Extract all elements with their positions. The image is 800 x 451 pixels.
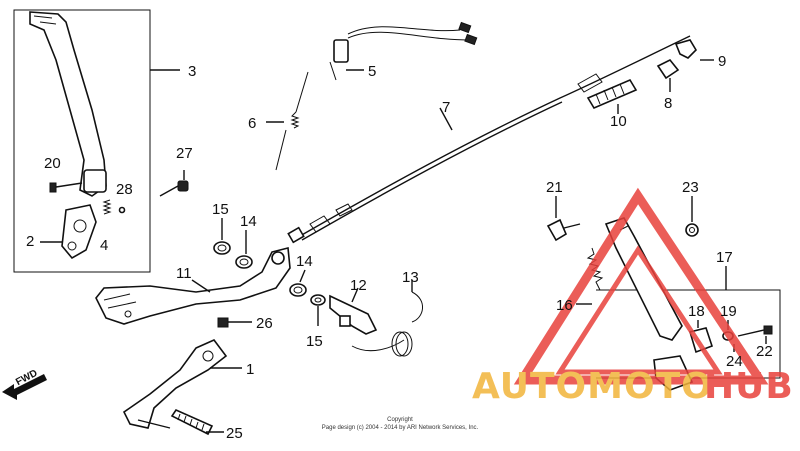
washer-14-left [235, 255, 253, 269]
washer-15-right [310, 294, 326, 306]
callout-6: 6 [248, 115, 256, 132]
washer-15-left [213, 241, 231, 255]
callout-14-right: 14 [296, 253, 313, 270]
clip-9 [674, 39, 698, 59]
callout-8: 8 [664, 95, 672, 112]
ball-28 [118, 206, 126, 214]
callout-20: 20 [44, 155, 61, 172]
callout-2: 2 [26, 233, 34, 250]
callout-22: 22 [756, 343, 773, 360]
kick-spline-2 [61, 204, 97, 260]
callout-28: 28 [116, 181, 133, 198]
callout-7: 7 [442, 99, 450, 116]
bolt-27 [159, 170, 189, 197]
cable-sleeve-10 [586, 78, 638, 110]
callout-17: 17 [716, 249, 733, 266]
return-spring-13 [351, 291, 423, 357]
callout-labels: 3 20 28 2 4 27 15 14 11 14 26 15 12 13 1… [14, 53, 773, 442]
brake-switch-5 [329, 21, 478, 81]
callout-21: 21 [546, 179, 563, 196]
callout-11: 11 [176, 265, 192, 282]
cable-7 [287, 35, 691, 244]
callout-12: 12 [350, 277, 367, 294]
bolt-21 [546, 218, 581, 242]
callout-5: 5 [368, 63, 376, 80]
bolt-22 [737, 325, 773, 337]
group-box-kickstarter [13, 9, 151, 273]
callout-18: 18 [688, 303, 705, 320]
callout-3: 3 [188, 63, 196, 80]
callout-15-right: 15 [306, 333, 323, 350]
watermark-text-hub: HUB [704, 366, 794, 407]
spring-6 [275, 71, 309, 171]
callout-25: 25 [226, 425, 243, 442]
shift-rubber-25 [170, 408, 214, 436]
callout-27: 27 [176, 145, 193, 162]
pin-8 [656, 58, 680, 80]
side-stand [604, 217, 694, 391]
bolt-26 [217, 317, 252, 328]
spring-4 [102, 199, 112, 215]
forward-arrow-icon [2, 374, 47, 400]
watermark-text-automoto: AUTOMOTO [472, 366, 713, 407]
callout-26: 26 [256, 315, 273, 332]
callout-1: 1 [246, 361, 254, 378]
shift-pedal-1 [122, 339, 228, 429]
callout-15-left: 15 [212, 201, 229, 218]
callout-14-left: 14 [240, 213, 257, 230]
callout-23: 23 [682, 179, 699, 196]
callout-9: 9 [718, 53, 726, 70]
callout-10: 10 [610, 113, 627, 130]
callout-19: 19 [720, 303, 737, 320]
copyright-line-1: Copyright [387, 417, 413, 423]
bolt-20 [49, 182, 83, 193]
copyright-line-2: Page design (c) 2004 - 2014 by ARI Netwo… [322, 425, 479, 431]
washer-14-right [289, 283, 307, 297]
callout-24: 24 [726, 353, 743, 370]
brake-pedal-11 [95, 246, 291, 325]
pivot-12 [329, 294, 378, 335]
kick-arm [29, 11, 107, 197]
nut-23 [685, 223, 699, 237]
callout-4: 4 [100, 237, 108, 254]
callout-16: 16 [556, 297, 573, 314]
watermark-logo: AUTOMOTO HUB [472, 187, 794, 407]
callout-13: 13 [402, 269, 419, 286]
